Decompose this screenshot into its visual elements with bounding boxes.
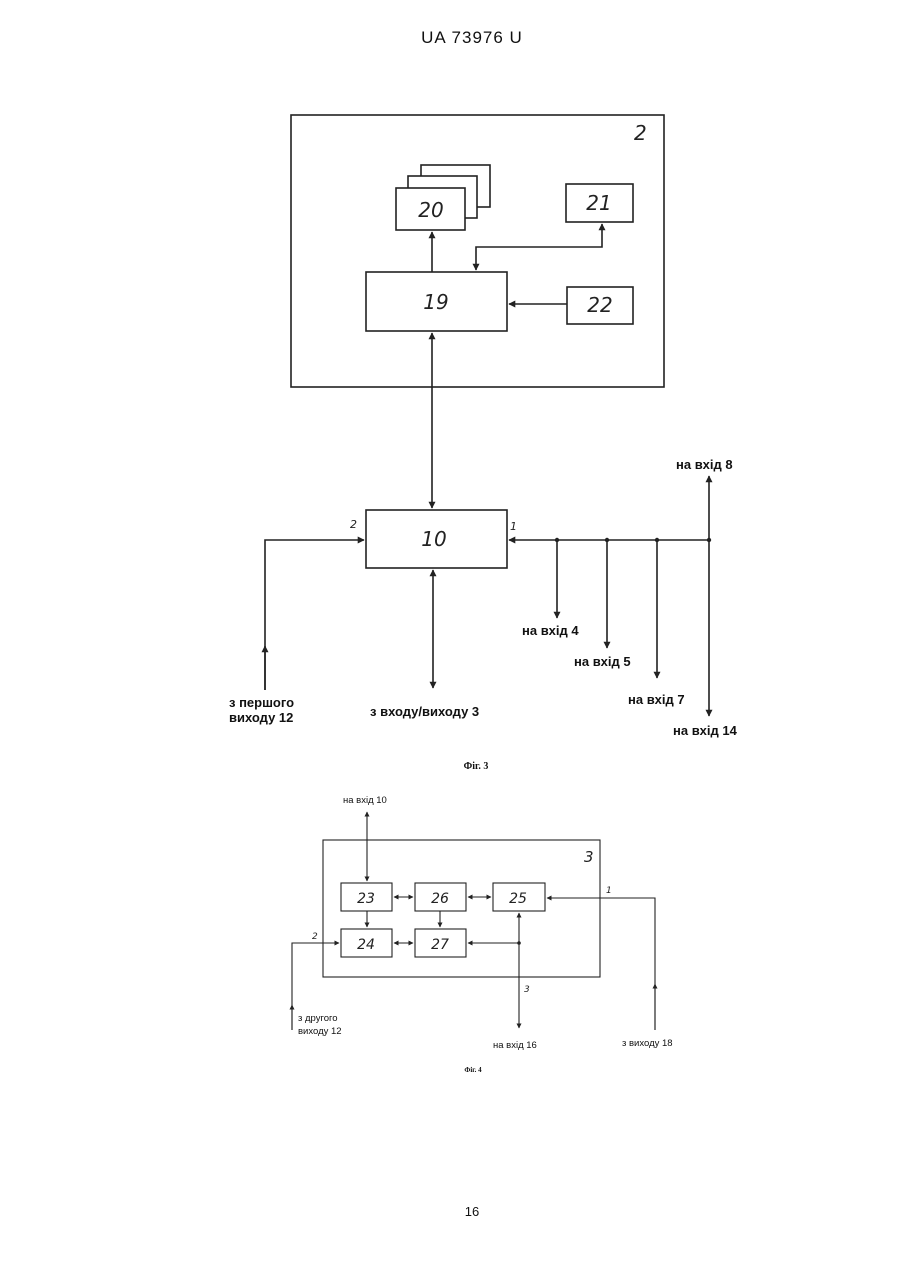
block-19-label: 19 <box>423 290 448 314</box>
link-first-output-12 <box>265 540 364 690</box>
label-input-8: на вхід 8 <box>676 457 733 472</box>
document-header: UA 73976 U <box>421 28 523 47</box>
label-input-16: на вхід 16 <box>493 1040 537 1051</box>
label-input-7: на вхід 7 <box>628 692 685 707</box>
figure-3-caption: Фіг. 3 <box>464 761 489 772</box>
unit-2-frame <box>291 115 664 387</box>
unit-3-pin-3: 3 <box>524 985 530 995</box>
unit-3-pin-2: 2 <box>312 932 318 942</box>
label-second-output-12-line2: виходу 12 <box>298 1026 342 1037</box>
block-27-label: 27 <box>431 937 449 953</box>
label-io-3: з входу/виходу 3 <box>370 704 479 719</box>
block-22-label: 22 <box>587 293 612 317</box>
block-20-label: 20 <box>418 198 443 222</box>
label-input-5: на вхід 5 <box>574 654 631 669</box>
block-10-label: 10 <box>421 527 446 551</box>
block-26-label: 26 <box>431 891 449 907</box>
figure-4: 3 23 26 25 24 27 3 1 <box>292 795 673 1074</box>
block-25-label: 25 <box>509 891 527 907</box>
unit-3-number: 3 <box>584 848 594 866</box>
block-24-label: 24 <box>357 937 375 953</box>
label-input-4: на вхід 4 <box>522 623 579 638</box>
block-23-label: 23 <box>357 891 375 907</box>
label-input-14: на вхід 14 <box>673 723 738 738</box>
block-10-pin-1: 1 <box>510 520 517 533</box>
unit-2-number: 2 <box>634 121 647 145</box>
block-10-pin-2: 2 <box>350 518 357 531</box>
label-from-output-18: з виходу 18 <box>622 1038 673 1049</box>
unit-3-pin-1: 1 <box>606 886 612 896</box>
page-number: 16 <box>465 1204 479 1219</box>
label-first-output-12-line2: виходу 12 <box>229 710 293 725</box>
label-input-10: на вхід 10 <box>343 795 387 806</box>
block-21-label: 21 <box>586 191 611 215</box>
figure-3: 2 20 21 19 22 10 2 1 <box>229 115 738 772</box>
label-second-output-12-line1: з другого <box>298 1013 338 1024</box>
figure-4-caption: Фіг. 4 <box>464 1066 482 1074</box>
label-first-output-12-line1: з першого <box>229 695 294 710</box>
